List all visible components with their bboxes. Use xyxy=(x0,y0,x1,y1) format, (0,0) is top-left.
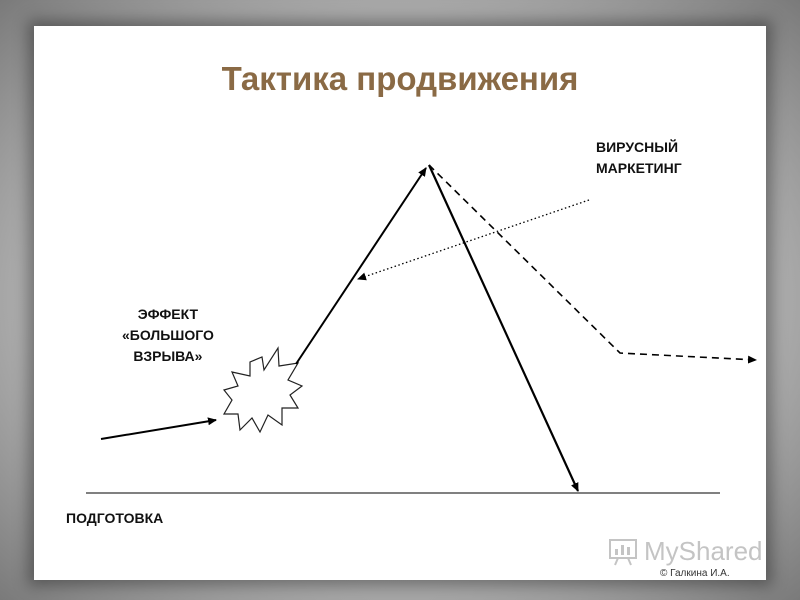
viral-dotted-pointer xyxy=(357,199,590,281)
preparation-label: ПОДГОТОВКА xyxy=(66,510,164,526)
viral-marketing-label: ВИРУСНЫЙ МАРКЕТИНГ xyxy=(596,137,682,179)
viral-label-line2: МАРКЕТИНГ xyxy=(596,160,682,176)
burst-icon xyxy=(222,346,304,434)
rise-arrow xyxy=(295,167,427,365)
slide-title: Тактика продвижения xyxy=(221,60,579,97)
bang-label-line2: «БОЛЬШОГО xyxy=(122,327,214,343)
watermark-text: MyShared xyxy=(644,536,763,566)
big-bang-label: ЭФФЕКТ «БОЛЬШОГО ВЗРЫВА» xyxy=(122,304,214,367)
copyright: © Галкина И.А. xyxy=(660,568,730,579)
bang-label-line3: ВЗРЫВА» xyxy=(133,348,203,364)
viral-dashed-line xyxy=(428,164,757,364)
fall-arrow xyxy=(427,164,580,492)
watermark: MyShared xyxy=(608,536,763,567)
slide-canvas xyxy=(34,26,766,580)
myshared-logo-icon xyxy=(609,538,637,565)
bang-label-line1: ЭФФЕКТ xyxy=(137,306,199,322)
viral-label-line1: ВИРУСНЫЙ xyxy=(596,139,679,155)
preparation-arrow xyxy=(100,417,217,440)
